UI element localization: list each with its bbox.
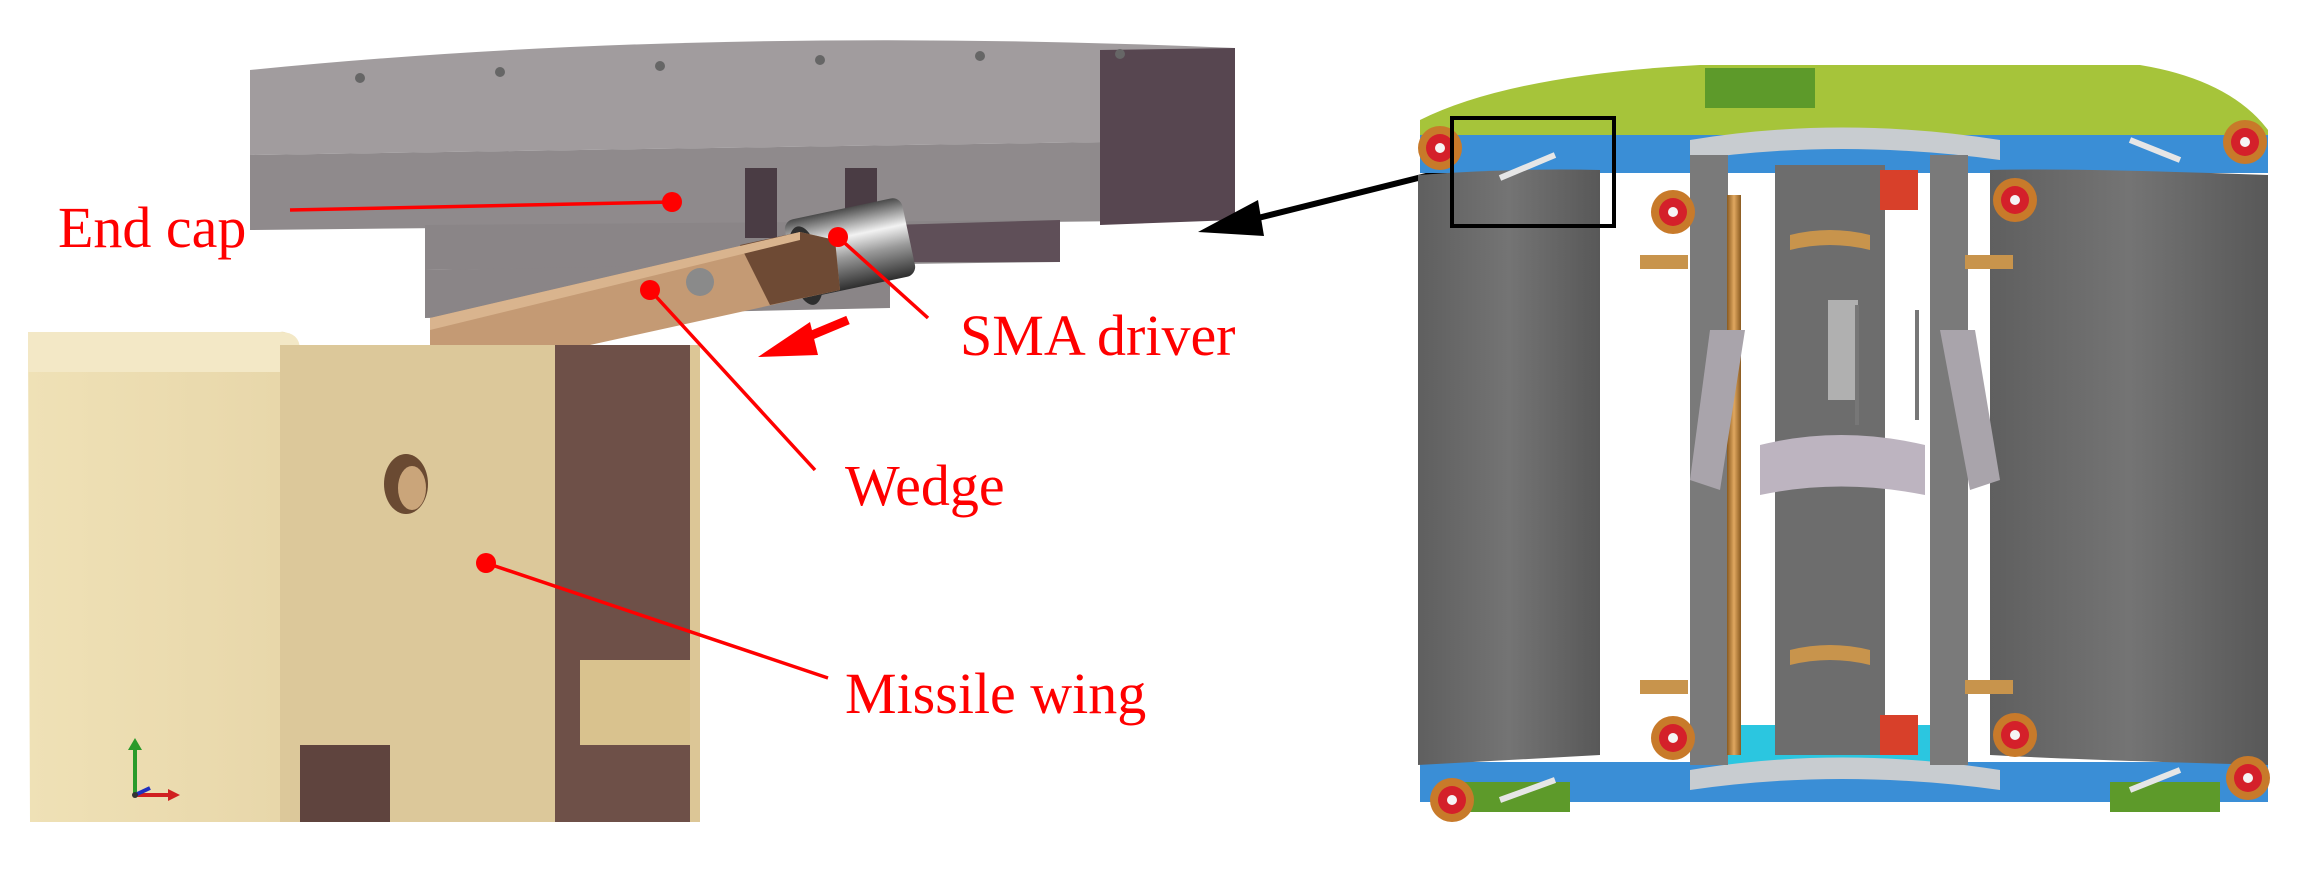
brass-clamps	[1640, 170, 2013, 755]
roller-icon	[1651, 190, 1695, 234]
roller-icon	[1651, 716, 1695, 760]
callout-dot	[476, 553, 496, 573]
roller-wheels	[1418, 120, 2270, 822]
callout-sma-driver: SMA driver	[828, 227, 1236, 368]
full-assembly-view	[1418, 65, 2270, 822]
end-cap-part	[250, 40, 1235, 318]
label-end-cap: End cap	[58, 195, 246, 260]
label-missile-wing: Missile wing	[845, 661, 1146, 726]
roller-icon	[1430, 778, 1474, 822]
missile-wing-part	[28, 331, 700, 822]
callout-missile-wing: Missile wing	[476, 553, 1146, 726]
movement-arrow	[758, 315, 850, 357]
roller-icon	[1993, 713, 2037, 757]
zoom-pointer-arrow	[1198, 167, 1451, 236]
roller-icon	[2226, 756, 2270, 800]
callout-dot	[828, 227, 848, 247]
axis-triad-icon	[128, 738, 180, 801]
callout-dot	[662, 192, 682, 212]
label-sma-driver: SMA driver	[960, 303, 1236, 368]
callout-wedge: Wedge	[640, 280, 1005, 518]
label-wedge: Wedge	[845, 453, 1005, 518]
roller-icon	[2223, 120, 2267, 164]
linkage-mechanism	[1690, 300, 2000, 495]
callout-end-cap: End cap	[58, 192, 682, 260]
wedge-part	[430, 232, 840, 345]
roller-icon	[1993, 178, 2037, 222]
detail-view: End cap SMA driver Wedge Missile wing	[28, 40, 1236, 822]
zoom-highlight-box	[1450, 116, 1616, 228]
callout-dot	[640, 280, 660, 300]
roller-icon	[1418, 126, 1462, 170]
